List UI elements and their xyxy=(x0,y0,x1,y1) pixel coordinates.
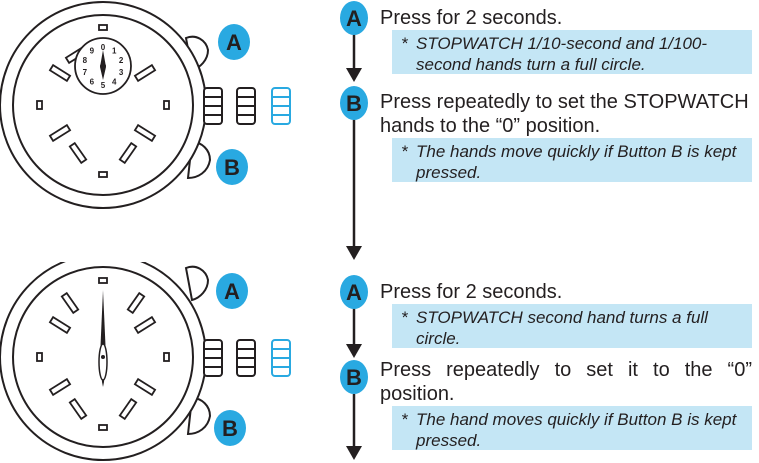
note-asterisk: * xyxy=(401,308,408,327)
button-a-label: A xyxy=(226,30,242,55)
crown-position-icons xyxy=(203,87,291,125)
subdial-number-9: 9 xyxy=(90,47,95,56)
step-a-badge: A xyxy=(340,275,368,309)
svg-text:B: B xyxy=(346,91,362,116)
button-a-badge: A xyxy=(218,24,250,60)
subdial-number-5: 5 xyxy=(101,81,106,90)
step-a-note: * STOPWATCH 1/10-second and 1/100-second… xyxy=(392,30,752,74)
subdial-number-0: 0 xyxy=(101,43,106,52)
step-b-badge: B xyxy=(340,360,368,394)
step-a-text: Press for 2 seconds. xyxy=(380,281,563,303)
crown-pusher-top xyxy=(184,265,210,302)
step-b-note-text: The hands move quickly if Button B is ke… xyxy=(416,142,737,182)
step-b-badge: B xyxy=(340,86,368,120)
step-a-text: Press for 2 seconds. xyxy=(380,7,563,29)
hour-markers xyxy=(36,277,170,431)
step-b-text: Press repeatedly to set the STOPWATCH ha… xyxy=(380,91,749,137)
svg-text:A: A xyxy=(346,280,362,305)
watch-dial xyxy=(12,14,194,196)
button-b-label: B xyxy=(224,155,240,180)
button-b-badge: B xyxy=(214,410,246,446)
button-b-badge: B xyxy=(216,149,248,185)
flow-arrows xyxy=(346,308,362,460)
step-a-note: * STOPWATCH second hand turns a full cir… xyxy=(392,304,752,348)
subdial-number-6: 6 xyxy=(90,77,95,86)
subdial-number-3: 3 xyxy=(119,68,124,77)
step-b-note: * The hands move quickly if Button B is … xyxy=(392,138,752,182)
second-hand xyxy=(98,290,108,387)
flow-arrows xyxy=(346,28,362,260)
subdial-number-8: 8 xyxy=(83,56,88,65)
button-a-label: A xyxy=(224,279,240,304)
instruction-panel-2: A B A B Press for 2 seconds. * STOPWATCH… xyxy=(0,262,759,463)
note-asterisk: * xyxy=(401,410,408,429)
subdial-number-7: 7 xyxy=(83,68,88,77)
step-a-note-text: STOPWATCH second hand turns a full circl… xyxy=(416,308,708,348)
watch-diagram-2: A B A B xyxy=(0,262,368,461)
button-b-label: B xyxy=(222,416,238,441)
step-a-note-text: STOPWATCH 1/10-second and 1/100-second h… xyxy=(416,34,708,74)
step-b-text: Press repeatedly to set it to the “0” po… xyxy=(380,359,752,405)
svg-text:B: B xyxy=(346,365,362,390)
step-b-note: * The hand moves quickly if Button B is … xyxy=(392,406,752,450)
crown-position-icons xyxy=(203,339,291,377)
step-a-badge: A xyxy=(340,1,368,35)
subdial-number-2: 2 xyxy=(119,56,124,65)
svg-text:A: A xyxy=(346,6,362,31)
note-asterisk: * xyxy=(401,142,408,161)
note-asterisk: * xyxy=(401,34,408,53)
subdial-number-1: 1 xyxy=(112,47,117,56)
step-b-note-text: The hand moves quickly if Button B is ke… xyxy=(416,410,737,450)
button-a-badge: A xyxy=(216,273,248,309)
subdial-number-4: 4 xyxy=(112,77,117,86)
subdial-hands xyxy=(100,50,106,80)
